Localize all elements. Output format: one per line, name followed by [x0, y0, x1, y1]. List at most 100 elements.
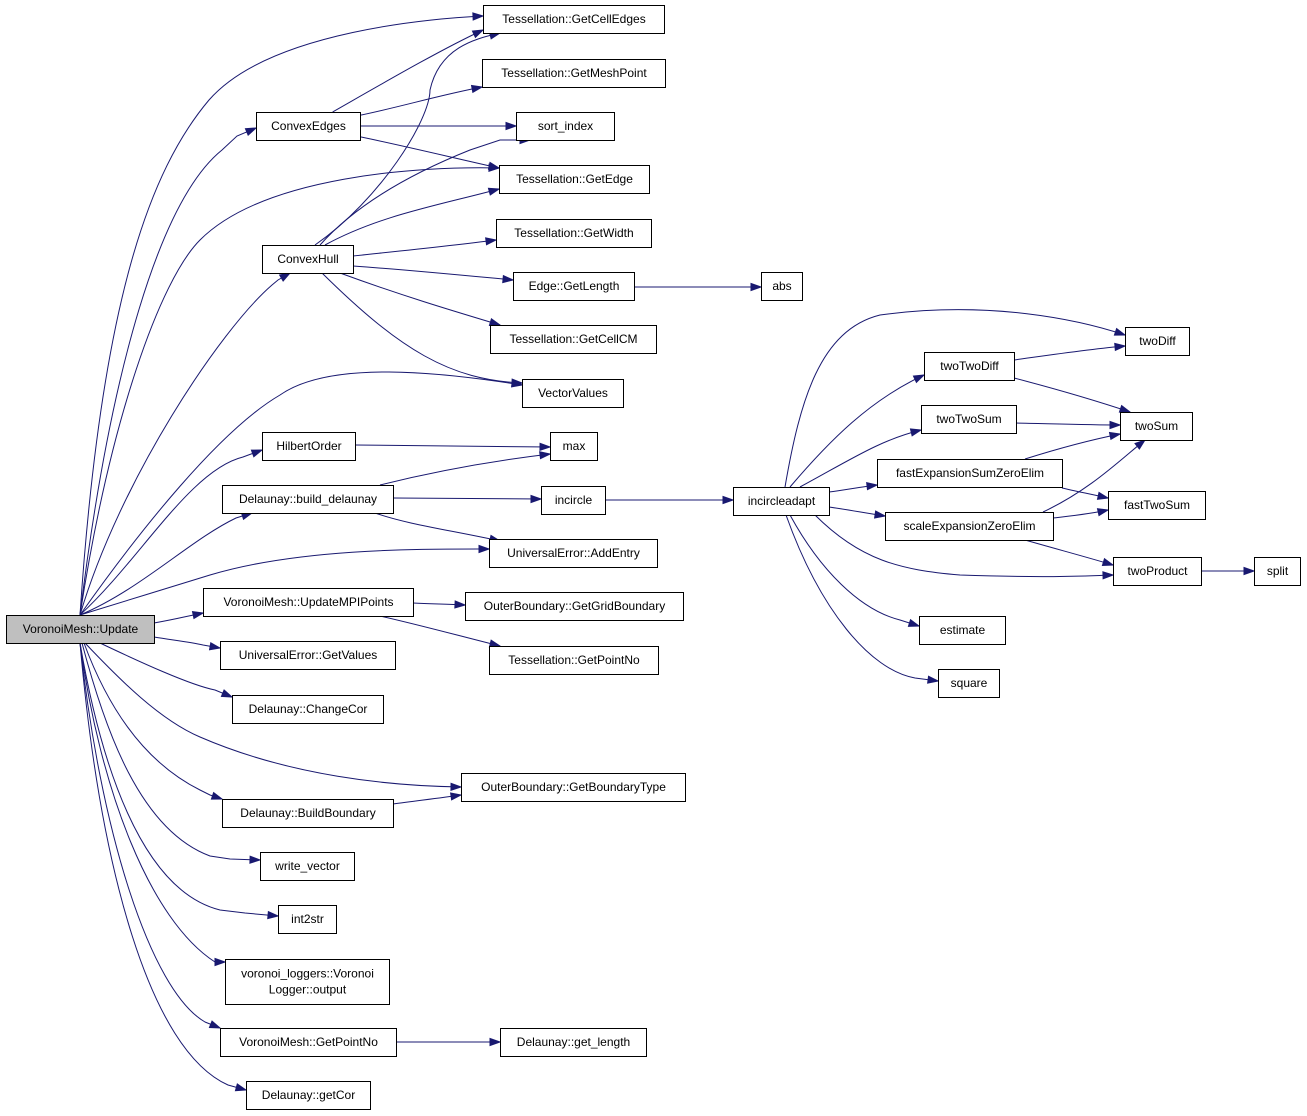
edge-line	[379, 453, 551, 486]
node-abs[interactable]: abs	[761, 272, 803, 301]
node-incircle[interactable]: incircle	[541, 486, 606, 515]
node-label: twoProduct	[1127, 564, 1188, 578]
node-twoDiff[interactable]: twoDiff	[1125, 327, 1190, 356]
node-gridBoundary[interactable]: OuterBoundary::GetGridBoundary	[465, 592, 684, 621]
node-box	[461, 773, 686, 802]
edge-update-to-convexEdges	[79, 127, 258, 616]
edge-line	[785, 514, 939, 682]
node-boundaryType[interactable]: OuterBoundary::GetBoundaryType	[461, 773, 686, 802]
node-writeVector[interactable]: write_vector	[260, 852, 355, 881]
edge-line	[352, 265, 514, 281]
node-box	[489, 646, 659, 675]
node-twoProduct[interactable]: twoProduct	[1113, 557, 1202, 586]
node-label: Delaunay::getCor	[262, 1088, 355, 1102]
node-twoSum[interactable]: twoSum	[1120, 412, 1193, 441]
node-box	[232, 695, 384, 724]
node-buildBoundary[interactable]: Delaunay::BuildBoundary	[222, 799, 394, 828]
node-getLength[interactable]: Delaunay::get_length	[500, 1028, 647, 1057]
edge-convexHull-to-edgeLength	[352, 265, 515, 284]
node-pointNoTess[interactable]: Tessellation::GetPointNo	[489, 646, 659, 675]
node-box	[516, 112, 615, 141]
node-twoTwoDiff[interactable]: twoTwoDiff	[924, 352, 1015, 381]
arrowhead-icon	[489, 1037, 502, 1047]
edge-scaleExp-to-twoSum	[1042, 439, 1147, 513]
node-sortIndex[interactable]: sort_index	[516, 112, 615, 141]
node-box	[1120, 412, 1193, 441]
call-edges	[79, 12, 1256, 1092]
node-convexHull[interactable]: ConvexHull	[262, 245, 354, 274]
arrowhead-icon	[750, 282, 763, 292]
edge-convexEdges-to-meshPoint	[359, 84, 484, 116]
node-square[interactable]: square	[938, 669, 1000, 698]
edge-line	[319, 139, 530, 246]
node-cellCM[interactable]: Tessellation::GetCellCM	[490, 325, 657, 354]
node-max[interactable]: max	[550, 432, 598, 461]
function-nodes: VoronoiMesh::Update Tessellation::GetCell…	[6, 5, 1301, 1110]
node-vectorValues[interactable]: VectorValues	[522, 379, 624, 408]
node-box	[919, 616, 1006, 645]
node-estimate[interactable]: estimate	[919, 616, 1006, 645]
arrowhead-icon	[249, 855, 262, 864]
node-label: Tessellation::GetMeshPoint	[501, 66, 647, 80]
node-changeCor[interactable]: Delaunay::ChangeCor	[232, 695, 384, 724]
edge-line	[789, 514, 920, 627]
node-hilbert[interactable]: HilbertOrder	[262, 432, 356, 461]
edge-scaleExp-to-fastTwoSum	[1052, 508, 1110, 519]
node-label: Tessellation::GetWidth	[514, 226, 633, 240]
node-label: VoronoiMesh::Update	[23, 622, 139, 636]
node-label: Delaunay::build_delaunay	[239, 492, 377, 506]
node-box	[203, 588, 414, 617]
node-twoTwoSum[interactable]: twoTwoSum	[921, 405, 1017, 434]
node-label: abs	[772, 279, 791, 293]
node-updateMPI[interactable]: VoronoiMesh::UpdateMPIPoints	[203, 588, 414, 617]
node-box	[262, 245, 354, 274]
arrowhead-icon	[487, 161, 501, 170]
edge-line	[814, 514, 1114, 578]
node-int2str[interactable]: int2str	[278, 905, 337, 934]
node-meshPoint[interactable]: Tessellation::GetMeshPoint	[482, 59, 666, 88]
node-buildDelaunay[interactable]: Delaunay::build_delaunay	[222, 485, 394, 514]
node-box	[924, 352, 1015, 381]
node-fastTwoSum[interactable]: fastTwoSum	[1108, 491, 1206, 520]
node-box	[278, 905, 337, 934]
edge-twoTwoDiff-to-twoDiff	[1013, 342, 1127, 361]
edge-updateMPI-to-pointNoTess	[379, 615, 502, 648]
node-vmPointNo[interactable]: VoronoiMesh::GetPointNo	[220, 1028, 397, 1057]
node-getWidth[interactable]: Tessellation::GetWidth	[496, 219, 652, 248]
arrowhead-icon	[488, 639, 502, 648]
node-label: fastTwoSum	[1124, 498, 1190, 512]
node-box	[1254, 557, 1301, 586]
node-label: incircle	[555, 493, 593, 507]
node-addEntry[interactable]: UniversalError::AddEntry	[489, 539, 658, 568]
arrowhead-icon	[722, 495, 735, 505]
edge-update-to-updateMPI	[153, 611, 205, 624]
arrowhead-icon	[478, 544, 491, 554]
node-incircleadapt[interactable]: incircleadapt	[733, 487, 830, 516]
node-cellEdges[interactable]: Tessellation::GetCellEdges	[483, 5, 665, 34]
arrowhead-icon	[866, 482, 879, 491]
node-split[interactable]: split	[1254, 557, 1301, 586]
node-box	[761, 272, 803, 301]
arrowhead-icon	[1118, 404, 1132, 413]
node-fastExp[interactable]: fastExpansionSumZeroElim	[877, 459, 1063, 488]
node-getCor[interactable]: Delaunay::getCor	[246, 1081, 371, 1110]
edge-convexHull-to-cellCM	[339, 272, 502, 327]
arrowhead-icon	[1243, 566, 1256, 576]
node-update[interactable]: VoronoiMesh::Update	[6, 615, 155, 644]
edge-line	[79, 449, 263, 616]
node-edgeLength[interactable]: Edge::GetLength	[513, 272, 635, 301]
edge-fastExp-to-twoSum	[1024, 431, 1122, 460]
node-box	[496, 219, 652, 248]
edge-scaleExp-to-twoProduct	[1024, 539, 1115, 566]
node-getValues[interactable]: UniversalError::GetValues	[220, 641, 396, 670]
node-convexEdges[interactable]: ConvexEdges	[256, 112, 361, 141]
node-getEdge[interactable]: Tessellation::GetEdge	[499, 165, 650, 194]
edge-twoTwoDiff-to-twoSum	[1013, 377, 1132, 413]
node-box	[222, 485, 394, 514]
edge-line	[1024, 433, 1121, 460]
node-scaleExp[interactable]: scaleExpansionZeroElim	[885, 512, 1054, 541]
arrowhead-icon	[873, 510, 887, 519]
edge-fastExp-to-fastTwoSum	[1061, 487, 1110, 500]
